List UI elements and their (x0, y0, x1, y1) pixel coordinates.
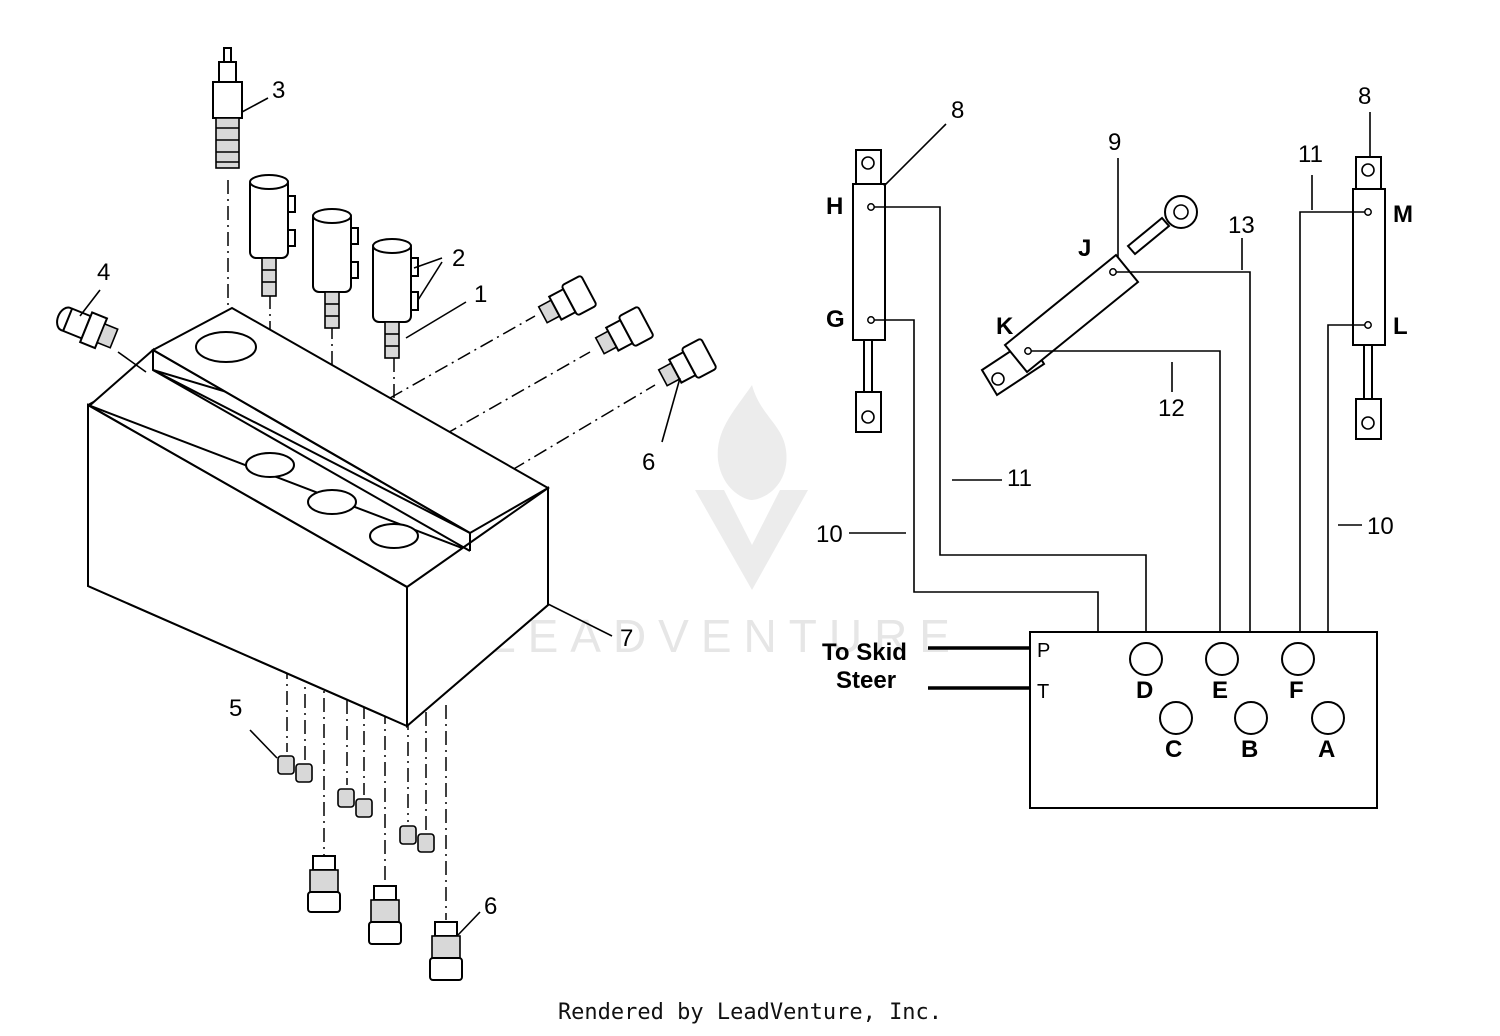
port-f-label: F (1289, 677, 1304, 704)
callout-5: 5 (229, 695, 242, 722)
port-b-label: B (1241, 736, 1258, 763)
callout-11: 11 (1007, 465, 1032, 492)
port-a-label: A (1318, 736, 1335, 763)
side-fitting (56, 306, 119, 350)
side-fitting (657, 338, 717, 387)
valve-port-d (1129, 642, 1163, 676)
valve-port-e (1205, 642, 1239, 676)
port-e-label: E (1212, 677, 1228, 704)
callout-8: 8 (951, 97, 964, 124)
valve-port-a (1311, 701, 1345, 735)
bottom-fitting (368, 885, 402, 945)
bottom-fitting (307, 855, 341, 913)
footer-credit: Rendered by LeadVenture, Inc. (557, 1000, 943, 1025)
watermark-text: LEADVENTURE (490, 610, 962, 662)
watermark-logo-icon (695, 385, 808, 590)
callout-6: 6 (484, 893, 497, 920)
valve-port-c (1159, 701, 1193, 735)
callout-8: 8 (1358, 83, 1371, 110)
callout-11: 11 (1298, 141, 1323, 168)
callout-10: 10 (816, 521, 843, 548)
port-hole (369, 523, 419, 549)
callout-12: 12 (1158, 395, 1185, 422)
watermark: LEADVENTURE (490, 385, 962, 662)
control-valve: P T D E F C B A (1029, 631, 1378, 809)
port-c-label: C (1165, 736, 1182, 763)
cylinder-port-l: L (1393, 313, 1408, 340)
cylinder-port-h: H (826, 193, 843, 220)
valve-port-f (1281, 642, 1315, 676)
relief-fitting (212, 47, 243, 169)
callout-1: 1 (474, 281, 487, 308)
valve-block-assembly: 3 2 1 4 6 7 5 6 (56, 47, 717, 981)
tank-port-label: T (1037, 681, 1049, 703)
hydraulic-schematic: P T D E F C B A To Skid Steer H G J K M … (816, 83, 1413, 809)
cylinder-left (852, 149, 886, 433)
valve-block (87, 306, 551, 729)
port-d-label: D (1136, 677, 1153, 704)
callout-2: 2 (452, 245, 465, 272)
callout-9: 9 (1108, 129, 1121, 156)
cylinder-port-m: M (1393, 201, 1413, 228)
callout-6: 6 (642, 449, 655, 476)
side-fitting (594, 306, 654, 355)
port-hole (307, 489, 357, 515)
quick-coupler (372, 238, 419, 359)
port-hole (195, 331, 257, 363)
callout-10: 10 (1367, 513, 1394, 540)
leader-lines (79, 97, 681, 936)
cylinder-port-g: G (826, 306, 845, 333)
side-fitting (537, 275, 597, 324)
port-hole (245, 452, 295, 478)
callout-3: 3 (272, 77, 285, 104)
callout-13: 13 (1228, 212, 1255, 239)
cylinder-port-j: J (1078, 235, 1091, 262)
quick-coupler (249, 174, 296, 297)
cylinder-middle (980, 195, 1198, 397)
valve-port-b (1234, 701, 1268, 735)
bottom-fitting (429, 921, 463, 981)
skid-steer-label-line1: To Skid (822, 639, 907, 666)
quick-coupler (312, 208, 359, 329)
skid-steer-lines (928, 646, 1030, 690)
schematic-leader-lines (849, 112, 1371, 534)
callout-7: 7 (620, 625, 633, 652)
plug (277, 755, 435, 853)
cylinder-right (1352, 156, 1386, 440)
skid-steer-label-line2: Steer (836, 667, 896, 694)
callout-4: 4 (97, 259, 110, 286)
cylinder-port-k: K (996, 313, 1014, 340)
pressure-port-label: P (1037, 640, 1050, 662)
